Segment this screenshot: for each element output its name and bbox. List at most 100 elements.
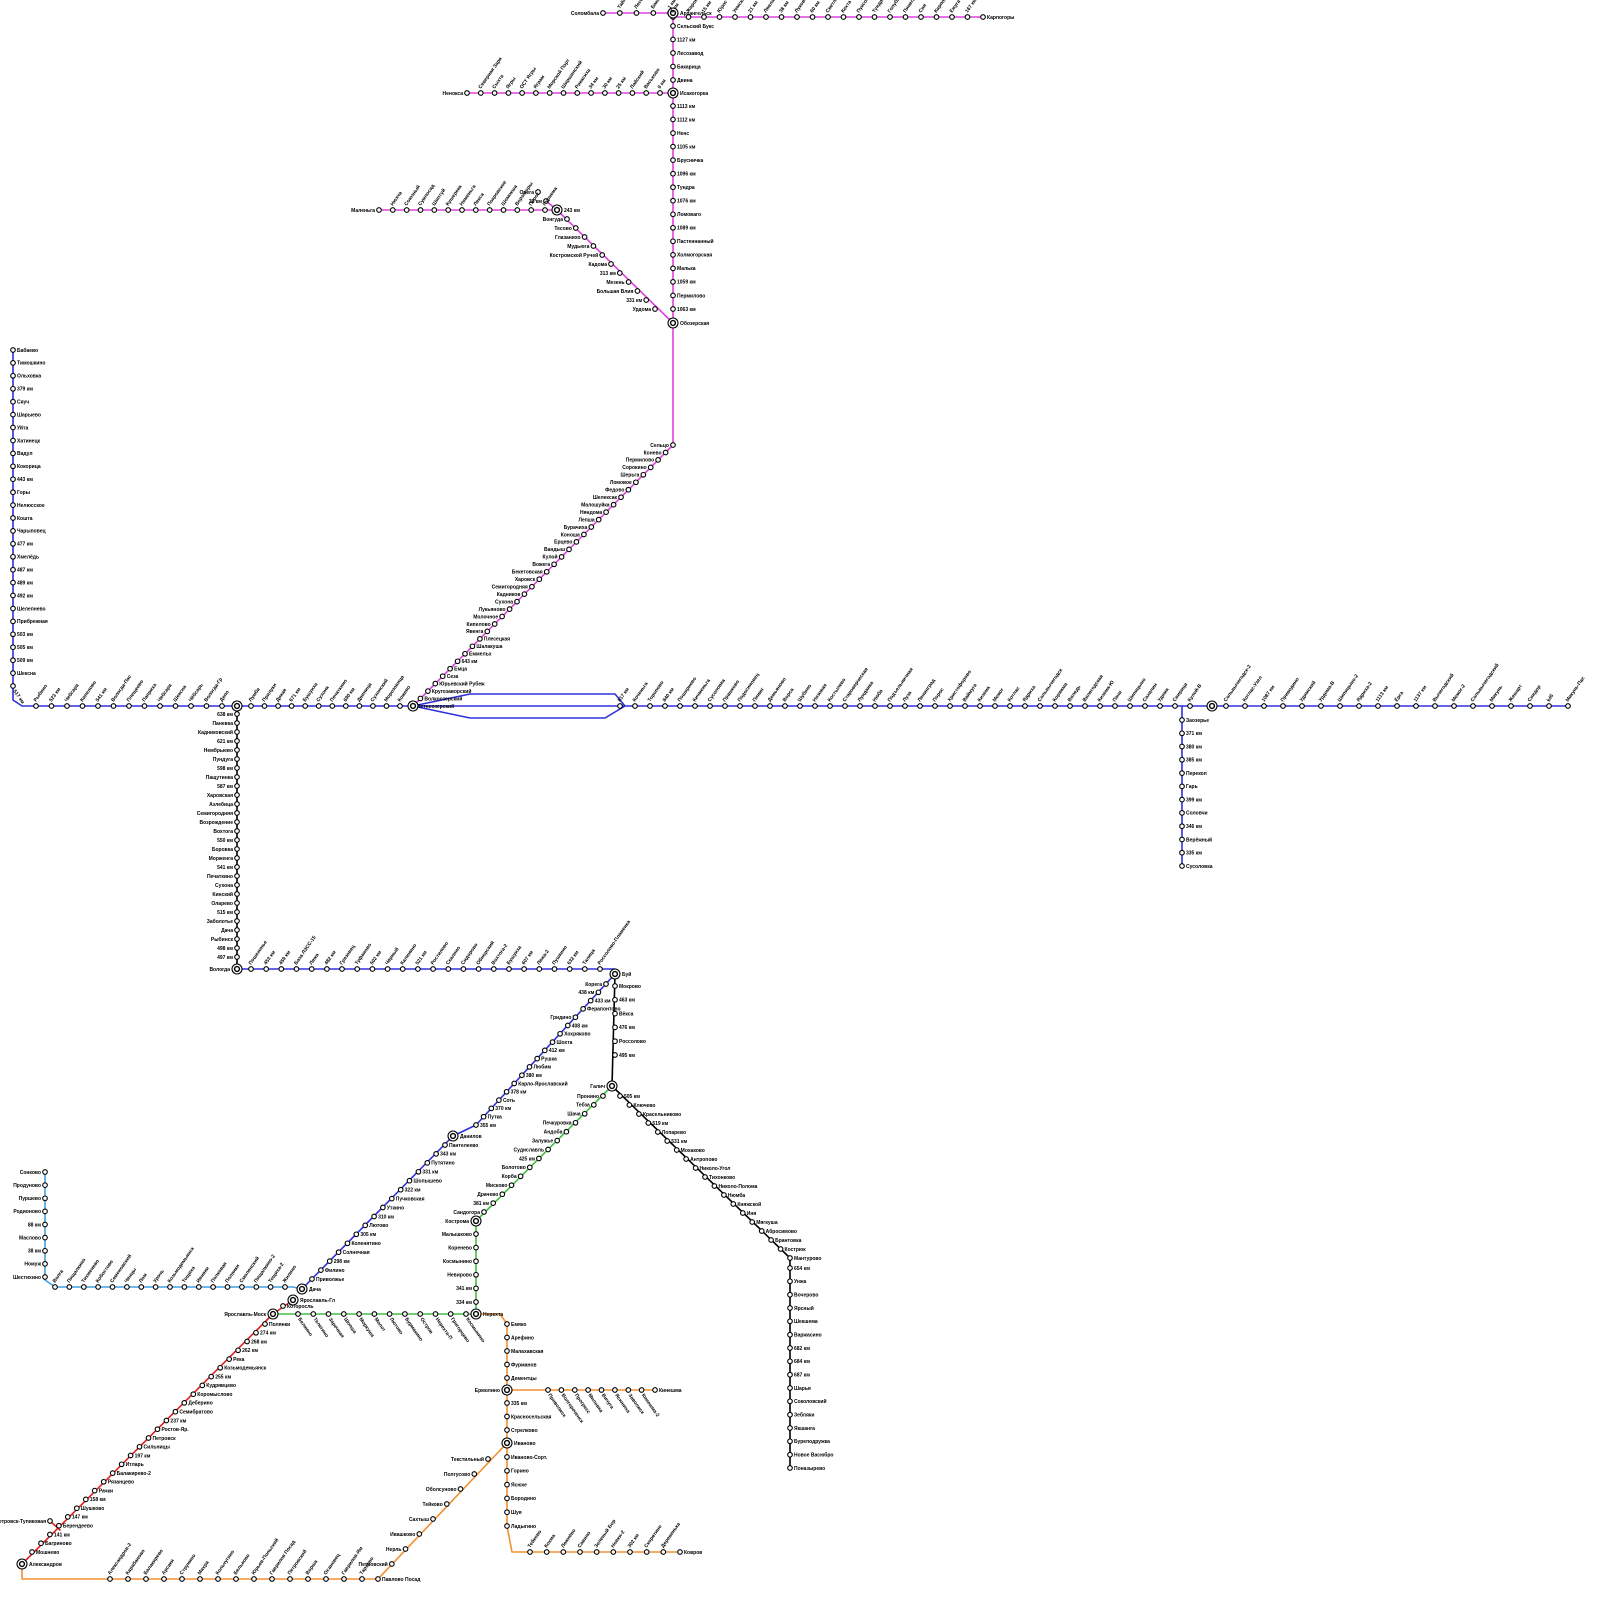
station-marker-уйта[interactable] bbox=[10, 424, 16, 431]
station-marker-иваново-сорт[interactable] bbox=[504, 1454, 510, 1460]
station-marker-карабаново[interactable] bbox=[125, 1576, 131, 1582]
station-marker-двиница[interactable] bbox=[356, 703, 363, 709]
station-marker-сеза[interactable] bbox=[439, 673, 446, 680]
station-marker-малахавская[interactable] bbox=[504, 1348, 510, 1354]
station-marker-ширшинский[interactable] bbox=[560, 90, 567, 96]
station-marker-сяуч[interactable] bbox=[10, 398, 16, 405]
station-marker-тимошкино[interactable] bbox=[10, 360, 16, 366]
station-marker-1112-км[interactable] bbox=[670, 116, 676, 123]
station-marker-тебза[interactable] bbox=[590, 1102, 597, 1108]
station-marker-378-км[interactable] bbox=[503, 1088, 510, 1095]
station-marker-сорокино[interactable] bbox=[647, 464, 654, 471]
station-marker-нюхча[interactable] bbox=[389, 207, 396, 213]
station-marker-лумба[interactable] bbox=[248, 703, 254, 709]
station-marker-арефино[interactable] bbox=[504, 1334, 510, 1341]
station-marker-кадников[interactable] bbox=[521, 591, 528, 597]
station-marker-брусничка[interactable] bbox=[670, 157, 676, 163]
station-marker-нерехта-п[interactable] bbox=[432, 1311, 439, 1317]
station-marker-шиптуй[interactable] bbox=[431, 207, 438, 213]
station-marker-дача[interactable] bbox=[234, 927, 240, 933]
station-marker-корега[interactable] bbox=[603, 981, 609, 987]
station-marker-филино[interactable] bbox=[318, 1267, 324, 1273]
station-marker-котлас[interactable] bbox=[1007, 703, 1013, 709]
station-marker-ивняки[interactable] bbox=[195, 1284, 202, 1290]
station-marker-пинега[interactable] bbox=[902, 14, 909, 20]
station-marker-урочь[interactable] bbox=[152, 1284, 159, 1290]
station-marker-заболотье[interactable] bbox=[234, 918, 240, 924]
station-marker-355-км[interactable] bbox=[473, 1122, 479, 1128]
station-marker-88-км[interactable] bbox=[42, 1221, 48, 1228]
station-marker-ядриха-2[interactable] bbox=[1356, 703, 1362, 709]
station-marker-моркуша[interactable] bbox=[356, 1311, 362, 1317]
station-marker-гридино[interactable] bbox=[572, 1014, 579, 1021]
station-marker-шерьга[interactable] bbox=[640, 471, 647, 478]
station-marker-сыхта[interactable] bbox=[491, 90, 498, 96]
station-marker-красельниково[interactable] bbox=[636, 1111, 642, 1117]
station-marker-459-км[interactable] bbox=[278, 966, 285, 972]
station-marker-приволжье[interactable] bbox=[309, 1276, 315, 1282]
station-marker-брантовка[interactable] bbox=[768, 1237, 774, 1243]
station-marker-сахалин[interactable] bbox=[1142, 703, 1148, 709]
station-marker-550-км[interactable] bbox=[234, 837, 240, 843]
station-marker-микунь[interactable] bbox=[1489, 703, 1495, 709]
station-marker-продуново[interactable] bbox=[42, 1182, 48, 1188]
station-marker-козьмодемьянск[interactable] bbox=[217, 1364, 224, 1371]
station-marker-1113-км[interactable] bbox=[1375, 703, 1381, 709]
station-marker-бельково[interactable] bbox=[233, 1576, 239, 1582]
station-marker-поширнево[interactable] bbox=[677, 703, 683, 709]
station-marker-коченьга[interactable] bbox=[632, 703, 638, 709]
station-marker-380-км[interactable] bbox=[1179, 743, 1185, 750]
station-marker-корба[interactable] bbox=[517, 1173, 524, 1180]
station-marker-морозовица[interactable] bbox=[383, 703, 390, 709]
station-marker-гаврилов-ям[interactable] bbox=[341, 1576, 347, 1582]
station-marker-антропово[interactable] bbox=[683, 1156, 689, 1162]
station-marker-сахтыш[interactable] bbox=[430, 1516, 436, 1522]
station-marker-ростов-яр[interactable] bbox=[154, 1426, 161, 1433]
station-marker-дементцы[interactable] bbox=[504, 1375, 510, 1381]
station-marker-305-км[interactable] bbox=[353, 1231, 360, 1238]
station-marker-калинино[interactable] bbox=[399, 966, 406, 972]
station-marker-приволжск[interactable] bbox=[545, 1387, 551, 1393]
station-marker-671-км[interactable] bbox=[288, 703, 295, 709]
station-marker-мантурово[interactable] bbox=[787, 1255, 793, 1261]
station-marker-удима[interactable] bbox=[1157, 703, 1163, 709]
station-marker-268-км[interactable] bbox=[244, 1338, 250, 1345]
station-marker-ворша[interactable] bbox=[305, 1576, 311, 1582]
station-marker-чебсарa[interactable] bbox=[157, 703, 163, 709]
station-marker-хохряково[interactable] bbox=[557, 1030, 563, 1037]
station-marker-632-км[interactable] bbox=[566, 966, 573, 972]
station-marker-370-км[interactable] bbox=[488, 1105, 495, 1112]
station-marker-прибрежная[interactable] bbox=[10, 618, 16, 625]
station-marker-шуя[interactable] bbox=[504, 1509, 510, 1516]
station-marker-1127-км[interactable] bbox=[670, 36, 676, 43]
station-marker-грязовец[interactable] bbox=[339, 966, 345, 972]
station-marker-любим[interactable] bbox=[526, 1064, 533, 1070]
station-marker-волгореченск[interactable] bbox=[558, 1387, 565, 1393]
station-marker-сухона[interactable] bbox=[315, 703, 322, 709]
station-marker-лукьяново[interactable] bbox=[506, 606, 513, 612]
station-marker-кобостово[interactable] bbox=[95, 1284, 101, 1290]
station-marker-гарь[interactable] bbox=[1179, 783, 1185, 790]
station-marker-явенга[interactable] bbox=[484, 628, 491, 635]
station-marker-кокорица[interactable] bbox=[10, 463, 16, 470]
station-marker-1096-км[interactable] bbox=[670, 170, 676, 177]
station-marker-вычегодский[interactable] bbox=[1432, 703, 1438, 709]
station-marker-нименьга[interactable] bbox=[459, 207, 465, 213]
station-marker-687-км[interactable] bbox=[787, 1371, 793, 1378]
station-marker-рикасиха[interactable] bbox=[574, 90, 581, 96]
station-marker-лежа-2[interactable] bbox=[536, 966, 543, 972]
station-marker-красносельская[interactable] bbox=[504, 1413, 510, 1420]
station-marker-вёкса[interactable] bbox=[612, 1010, 618, 1017]
station-marker-чарыповец[interactable] bbox=[10, 528, 16, 534]
station-marker-печаткино[interactable] bbox=[329, 703, 336, 709]
station-marker-505-км[interactable] bbox=[617, 1093, 623, 1099]
station-marker-межог-2[interactable] bbox=[1451, 703, 1457, 709]
station-marker-новое-васюбро[interactable] bbox=[787, 1451, 793, 1458]
station-marker-495-км[interactable] bbox=[612, 1052, 618, 1058]
station-marker-пушкино[interactable] bbox=[551, 966, 558, 972]
station-marker-лютово[interactable] bbox=[362, 1222, 369, 1229]
station-marker-262-км[interactable] bbox=[235, 1347, 241, 1354]
station-marker-семигородняя[interactable] bbox=[234, 810, 240, 816]
station-marker-1113-км[interactable] bbox=[670, 103, 676, 109]
station-marker-ферапонтово[interactable] bbox=[580, 1006, 586, 1012]
